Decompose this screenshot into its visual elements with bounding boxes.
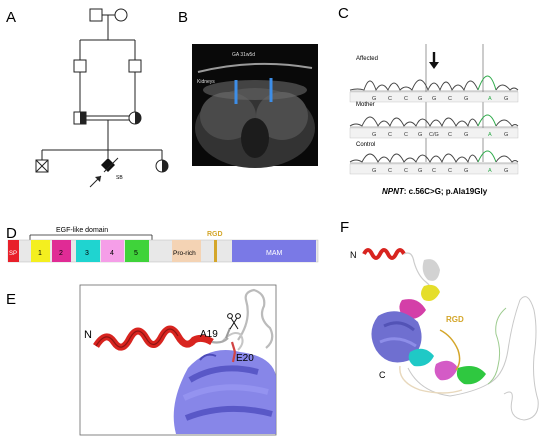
panel-b-ultrasound: B GA 31w5d Kidneys [178, 9, 318, 168]
f-n-terminus-label: N [350, 250, 357, 260]
rgd-motif [214, 240, 217, 262]
stillbirth-label: SB [116, 175, 123, 181]
base-label: G [464, 168, 468, 174]
base-label: G [464, 96, 468, 102]
row-label-mother: Mother [356, 102, 375, 108]
base-label: G [372, 132, 376, 138]
domain-mam [232, 240, 316, 262]
base-label: C [404, 132, 408, 138]
domain-egf-5 [125, 240, 149, 262]
variant-caption: NPNT: c.56C>G; p.Ala19Gly [382, 187, 488, 196]
base-label: G [504, 168, 508, 174]
domain-egf-5-label: 5 [134, 250, 138, 257]
domain-egf-2-label: 2 [59, 250, 63, 257]
domain-egf-3 [76, 240, 100, 262]
domain-pro-rich-label: Pro-rich [173, 250, 196, 257]
base-label: C [448, 96, 452, 102]
base-label: C [388, 96, 392, 102]
e-n-terminus-label: N [84, 329, 92, 341]
panel-e-structure-detail: E N A19 E20 [6, 284, 277, 436]
row-label-control: Control [356, 142, 375, 148]
domain-pro-rich [172, 240, 201, 262]
panel-f-structure: F N C RGD [340, 219, 539, 421]
base-label: C [448, 132, 452, 138]
panel-letter-d: D [6, 225, 17, 242]
base-label: A [488, 168, 492, 174]
base-label: C [404, 96, 408, 102]
a19-label: A19 [200, 329, 218, 340]
base-label: C [432, 168, 436, 174]
panel-letter-b: B [178, 9, 188, 26]
f-c-terminus-label: C [379, 370, 386, 380]
base-label: G [432, 96, 436, 102]
variant-arrow-icon [429, 62, 439, 69]
base-label: A [488, 96, 492, 102]
domain-sp [8, 240, 19, 262]
scissors-icon [227, 313, 241, 330]
domain-egf-4-label: 4 [110, 250, 114, 257]
base-label: C [448, 168, 452, 174]
domain-egf-1 [31, 240, 50, 262]
base-label: G [464, 132, 468, 138]
domain-sp-label: SP [9, 251, 17, 257]
kidneys-label: Kidneys [197, 79, 215, 85]
rgd-label: RGD [207, 231, 223, 238]
domain-mam-label: MAM [266, 250, 283, 257]
base-label: A [488, 132, 492, 138]
base-label: C/G [429, 132, 439, 138]
base-label: G [504, 132, 508, 138]
base-label: G [372, 96, 376, 102]
base-label: C [388, 168, 392, 174]
base-label: C [404, 168, 408, 174]
base-label: G [504, 96, 508, 102]
panel-a-pedigree: A SB [6, 8, 169, 188]
base-label: C [388, 132, 392, 138]
row-label-affected: Affected [356, 56, 378, 62]
domain-egf-1-label: 1 [38, 250, 42, 257]
gestational-age-label: GA 31w5d [232, 52, 255, 58]
base-label: G [418, 168, 422, 174]
panel-c-sequencing: C Affected G C C G G C G A G Mother G C … [338, 5, 519, 196]
domain-egf-2 [52, 240, 71, 262]
base-label: G [372, 168, 376, 174]
e20-label: E20 [236, 353, 254, 364]
variant-name: : c.56C>G; p.Ala19Gly [404, 187, 488, 196]
egf-domain-label: EGF-like domain [56, 227, 108, 234]
gene-name: NPNT [382, 187, 405, 196]
base-label: G [418, 96, 422, 102]
panel-letter-c: C [338, 5, 349, 22]
panel-letter-f: F [340, 219, 349, 236]
panel-letter-a: A [6, 9, 16, 26]
f-rgd-label: RGD [446, 315, 464, 324]
base-label: G [418, 132, 422, 138]
domain-egf-3-label: 3 [85, 250, 89, 257]
panel-letter-e: E [6, 291, 16, 308]
panel-d-domains: D EGF-like domain RGD SP 1 2 3 4 5 Pro-r… [6, 225, 319, 263]
domain-egf-4 [101, 240, 124, 262]
